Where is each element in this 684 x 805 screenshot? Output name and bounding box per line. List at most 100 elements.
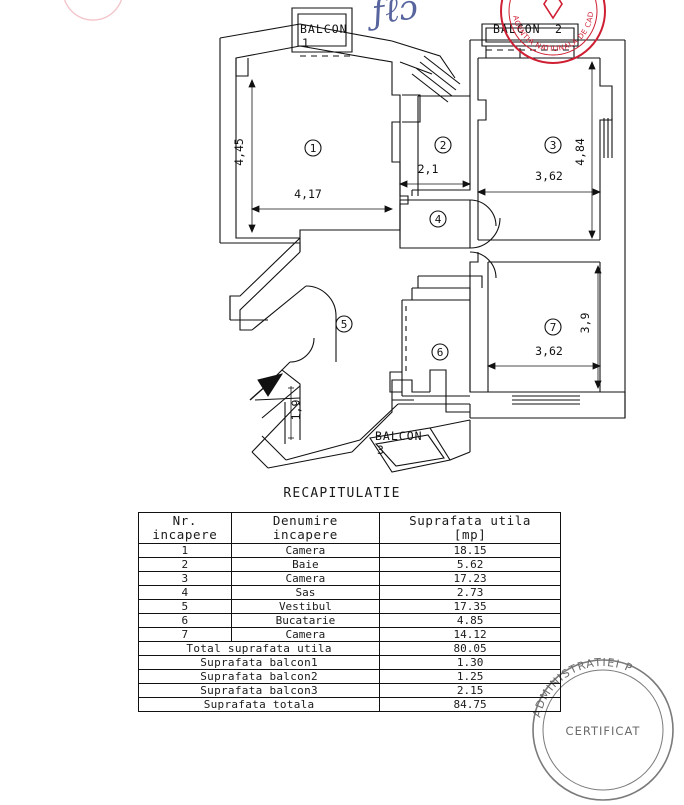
dimension-label: 4,84 xyxy=(573,138,587,166)
cell-nr: 5 xyxy=(138,599,232,614)
table-header-row: Nr. incapere Denumire incapere Suprafata… xyxy=(138,512,561,544)
balcony-index-text: 2 xyxy=(555,22,562,36)
header-nr-line2: incapere xyxy=(152,527,218,542)
cell-total-label: Suprafata totala xyxy=(137,697,381,712)
header-denumire-incapere: Denumire incapere xyxy=(230,512,381,544)
cell-denumire: Baie xyxy=(230,557,381,572)
balcony-index-text: 3 xyxy=(377,443,384,457)
cell-denumire: Sas xyxy=(230,585,381,600)
dimension-label: 1,9 xyxy=(289,400,303,421)
cell-denumire: Camera xyxy=(230,571,381,586)
table-header: Nr. incapere Denumire incapere Suprafata… xyxy=(138,512,561,544)
room-marker-2: 2 xyxy=(434,136,452,154)
dimension-labels: 4,45 4,17 2,1 3,62 4,84 3,62 3,9 1,9 xyxy=(232,138,592,420)
dimension-label: 2,1 xyxy=(418,162,439,176)
cell-nr: 1 xyxy=(138,543,232,558)
cell-suprafata: 4.85 xyxy=(379,613,561,628)
room-marker-4: 4 xyxy=(429,210,447,228)
header-den-line2: incapere xyxy=(272,527,338,542)
cell-total-suprafata: 84.75 xyxy=(379,697,561,712)
cell-total-label: Suprafata balcon2 xyxy=(137,669,381,684)
balcony-label-text: BALCON xyxy=(300,22,348,36)
cell-suprafata: 5.62 xyxy=(379,557,561,572)
svg-text:CERTIFICAT: CERTIFICAT xyxy=(566,724,641,738)
cell-total-suprafata: 80.05 xyxy=(379,641,561,656)
cell-suprafata: 14.12 xyxy=(379,627,561,642)
room-marker-7: 7 xyxy=(544,318,562,336)
cell-denumire: Camera xyxy=(230,627,381,642)
cell-total-label: Suprafata balcon1 xyxy=(137,655,381,670)
cell-total-suprafata: 1.30 xyxy=(379,655,561,670)
cell-total-suprafata: 2.15 xyxy=(379,683,561,698)
room-number-label: 4 xyxy=(435,213,442,226)
recapitulatie-table: Nr. incapere Denumire incapere Suprafata… xyxy=(137,512,561,712)
cell-nr: 2 xyxy=(138,557,232,572)
entrance-arrow xyxy=(249,373,284,401)
balcony-label-text: BALCON xyxy=(493,22,541,36)
room-bubble-circle xyxy=(544,136,562,154)
room-number-label: 6 xyxy=(437,346,444,359)
dimension-label: 3,62 xyxy=(535,169,563,183)
dimension-lines xyxy=(248,60,602,390)
cell-nr: 6 xyxy=(138,613,232,628)
recapitulatie-table-wrap: Nr. incapere Denumire incapere Suprafata… xyxy=(137,512,561,712)
room-marker-6: 6 xyxy=(431,343,449,361)
header-suprafata-utila: Suprafata utila [mp] xyxy=(379,512,561,544)
room-number-label: 1 xyxy=(310,142,317,155)
cell-suprafata: 2.73 xyxy=(379,585,561,600)
cell-suprafata: 17.35 xyxy=(379,599,561,614)
header-sup-line2: [mp] xyxy=(453,527,487,542)
cell-total-suprafata: 1.25 xyxy=(379,669,561,684)
room-bubble-circle xyxy=(544,318,562,336)
room-bubble-circle xyxy=(431,343,449,361)
header-sup-line1: Suprafata utila xyxy=(409,513,532,528)
room-bubble-circle xyxy=(429,210,447,228)
dimension-label: 4,45 xyxy=(232,138,246,166)
plan-walls xyxy=(219,7,626,473)
cell-denumire: Vestibul xyxy=(230,599,381,614)
dimension-label: 3,9 xyxy=(578,313,592,334)
cell-nr: 7 xyxy=(138,627,232,642)
room-number-label: 2 xyxy=(440,139,447,152)
header-den-line1: Denumire xyxy=(272,513,338,528)
header-nr-incapere: Nr. incapere xyxy=(138,512,232,544)
page-title: RECAPITULATIE xyxy=(283,486,401,501)
header-nr-line1: Nr. xyxy=(172,513,198,528)
cell-total-label: Suprafata balcon3 xyxy=(137,683,381,698)
room-bubble-circle xyxy=(335,315,353,333)
cell-suprafata: 18.15 xyxy=(379,543,561,558)
room-marker-5: 5 xyxy=(335,315,353,333)
dimension-label: 4,17 xyxy=(294,187,322,201)
cell-nr: 3 xyxy=(138,571,232,586)
room-number-label: 7 xyxy=(550,321,557,334)
room-bubble-circle xyxy=(304,139,322,157)
room-number-label: 3 xyxy=(550,139,557,152)
cell-denumire: Bucatarie xyxy=(230,613,381,628)
room-marker-3: 3 xyxy=(544,136,562,154)
balcony-label-text: BALCON xyxy=(375,429,423,443)
room-number-label: 5 xyxy=(341,318,348,331)
cell-total-label: Total suprafata utila xyxy=(137,641,381,656)
cell-suprafata: 17.23 xyxy=(379,571,561,586)
cell-denumire: Camera xyxy=(230,543,381,558)
dimension-label: 3,62 xyxy=(535,344,563,358)
room-bubble-circle xyxy=(434,136,452,154)
cell-nr: 4 xyxy=(138,585,232,600)
balcony-index-text: 1 xyxy=(302,36,309,50)
